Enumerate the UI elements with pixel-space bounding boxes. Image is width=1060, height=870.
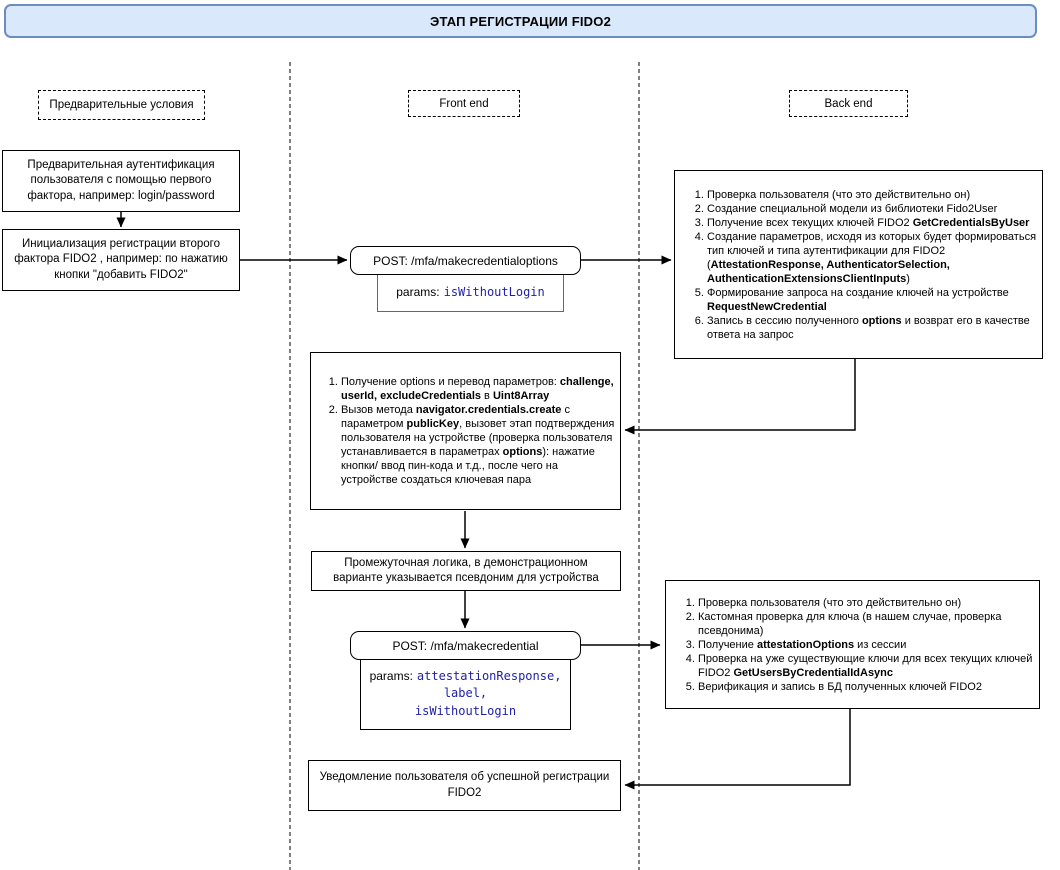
params-box-makecredentialoptions: params:isWithoutLogin [377,274,564,312]
diagram-title-banner: ЭТАП РЕГИСТРАЦИИ FIDO2 [4,4,1037,38]
lane-label-frontend: Front end [408,90,520,117]
params-label: params: [396,285,440,300]
box-pre-authentication: Предварительная аутентификация пользоват… [2,150,240,212]
box-intermediate-logic-text: Промежуточная логика, в демонстрационном… [333,556,599,584]
params-box-makecredential: params:attestationResponse,label,isWitho… [360,658,571,730]
post-makecredential-text: POST: /mfa/makecredential [392,638,539,653]
box-success-notification: Уведомление пользователя об успешной рег… [308,760,621,811]
params-values: isWithoutLogin [443,285,545,300]
arrow-backend-options-to-frontend [624,359,856,435]
post-makecredentialoptions-text: POST: /mfa/makecredentialoptions [373,253,558,268]
arrow-backend-credential-to-notification [624,709,851,790]
backend-options-steps-list: Проверка пользователя (что это действите… [685,188,1038,342]
params-makecredential-content: params:attestationResponse,label,isWitho… [370,668,562,720]
lane-label-backend: Back end [789,90,908,117]
box-backend-options-steps: Проверка пользователя (что это действите… [674,170,1043,359]
backend-credential-steps-list: Проверка пользователя (что это действите… [676,596,1035,694]
box-success-notification-text: Уведомление пользователя об успешной рег… [319,771,610,799]
params-makecredentialoptions-content: params:isWithoutLogin [396,284,545,301]
lane-label-backend-text: Back end [824,97,873,110]
diagram-title: ЭТАП РЕГИСТРАЦИИ FIDO2 [430,13,611,29]
box-backend-credential-steps: Проверка пользователя (что это действите… [665,580,1040,709]
params-values: attestationResponse,label,isWithoutLogin [414,668,562,718]
box-init-registration: Инициализация регистрации второго фактор… [2,229,240,291]
box-pre-authentication-text: Предварительная аутентификация пользоват… [27,159,215,202]
lane-label-preconditions-text: Предварительные условия [49,99,194,111]
params-label: params: [369,668,413,683]
box-init-registration-text: Инициализация регистрации второго фактор… [14,238,228,281]
lane-label-frontend-text: Front end [439,97,489,110]
box-intermediate-logic: Промежуточная логика, в демонстрационном… [311,551,621,591]
box-frontend-create-steps: Получение options и перевод параметров: … [310,352,621,510]
box-post-makecredentialoptions: POST: /mfa/makecredentialoptions [350,246,581,275]
lane-label-preconditions: Предварительные условия [38,90,205,120]
frontend-create-steps-list: Получение options и перевод параметров: … [319,375,616,487]
box-post-makecredential: POST: /mfa/makecredential [350,631,581,660]
